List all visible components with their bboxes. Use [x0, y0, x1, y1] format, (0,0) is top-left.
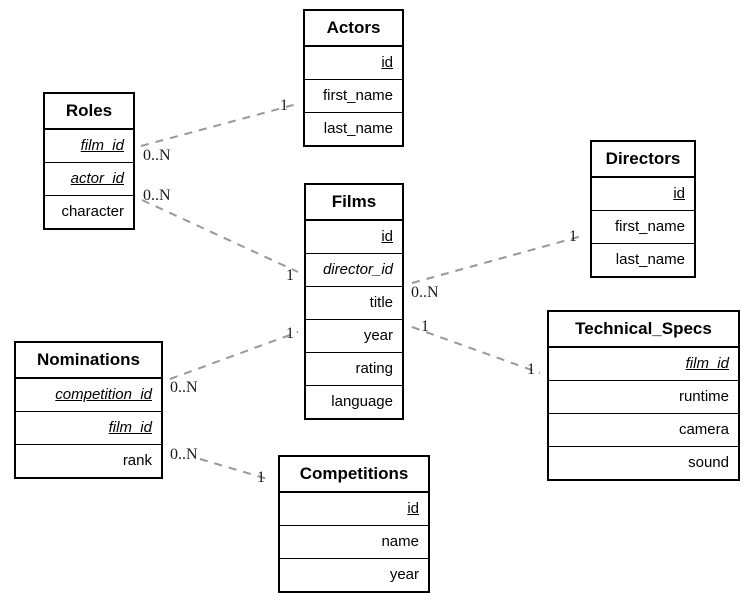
cardinality-roles-films-from: 0..N [143, 187, 171, 204]
attribute-technical_specs-runtime[interactable]: runtime [549, 381, 738, 414]
relationship-edge-roles-films [141, 199, 299, 273]
attribute-films-id[interactable]: id [306, 221, 402, 254]
relationship-edge-films-directors [411, 235, 583, 284]
relationship-edge-nominations-films [169, 331, 299, 380]
attribute-nominations-film_id[interactable]: film_id [16, 412, 161, 445]
cardinality-nominations-films-to: 1 [286, 325, 294, 342]
entity-title-nominations: Nominations [16, 343, 161, 379]
entity-title-actors: Actors [305, 11, 402, 47]
cardinality-nominations-competitions-from: 0..N [170, 446, 198, 463]
attribute-films-title[interactable]: title [306, 287, 402, 320]
attribute-directors-last_name[interactable]: last_name [615, 251, 685, 268]
attribute-actors-first_name[interactable]: first_name [305, 80, 402, 113]
cardinality-nominations-competitions-to: 1 [257, 469, 265, 486]
attribute-films-rating[interactable]: rating [306, 353, 402, 386]
cardinality-films-directors-from: 0..N [411, 284, 439, 301]
attribute-films-language[interactable]: language [331, 393, 393, 410]
attribute-nominations-competition_id[interactable]: competition_id [16, 379, 161, 412]
attribute-roles-actor_id[interactable]: actor_id [45, 163, 133, 196]
attribute-actors-last_name[interactable]: last_name [323, 120, 393, 137]
attribute-directors-first_name[interactable]: first_name [592, 211, 694, 244]
attribute-competitions-year[interactable]: year [389, 566, 419, 583]
entity-title-technical_specs: Technical_Specs [549, 312, 738, 348]
attribute-directors-id[interactable]: id [592, 178, 694, 211]
cardinality-roles-films-to: 1 [286, 267, 294, 284]
cardinality-films-technical_specs-to: 1 [527, 361, 535, 378]
attribute-technical_specs-film_id[interactable]: film_id [549, 348, 738, 381]
attribute-roles-film_id[interactable]: film_id [45, 130, 133, 163]
attribute-films-year[interactable]: year [306, 320, 402, 353]
relationship-edge-roles-actors [140, 103, 298, 147]
attribute-technical_specs-camera[interactable]: camera [549, 414, 738, 447]
entity-title-directors: Directors [592, 142, 694, 178]
attribute-technical_specs-sound[interactable]: sound [688, 454, 729, 471]
attribute-nominations-rank[interactable]: rank [122, 452, 152, 469]
attribute-competitions-id[interactable]: id [280, 493, 428, 526]
relationship-edge-films-technical_specs [411, 326, 541, 374]
attribute-actors-id[interactable]: id [305, 47, 402, 80]
attribute-roles-character[interactable]: character [61, 203, 124, 220]
cardinality-nominations-films-from: 0..N [170, 379, 198, 396]
cardinality-roles-actors-to: 1 [280, 97, 288, 114]
entity-title-roles: Roles [45, 94, 133, 130]
cardinality-films-directors-to: 1 [569, 228, 577, 245]
cardinality-roles-actors-from: 0..N [143, 147, 171, 164]
cardinality-films-technical_specs-from: 1 [421, 318, 429, 335]
entity-title-films: Films [306, 185, 402, 221]
entity-title-competitions: Competitions [280, 457, 428, 493]
attribute-competitions-name[interactable]: name [280, 526, 428, 559]
attribute-films-director_id[interactable]: director_id [306, 254, 402, 287]
